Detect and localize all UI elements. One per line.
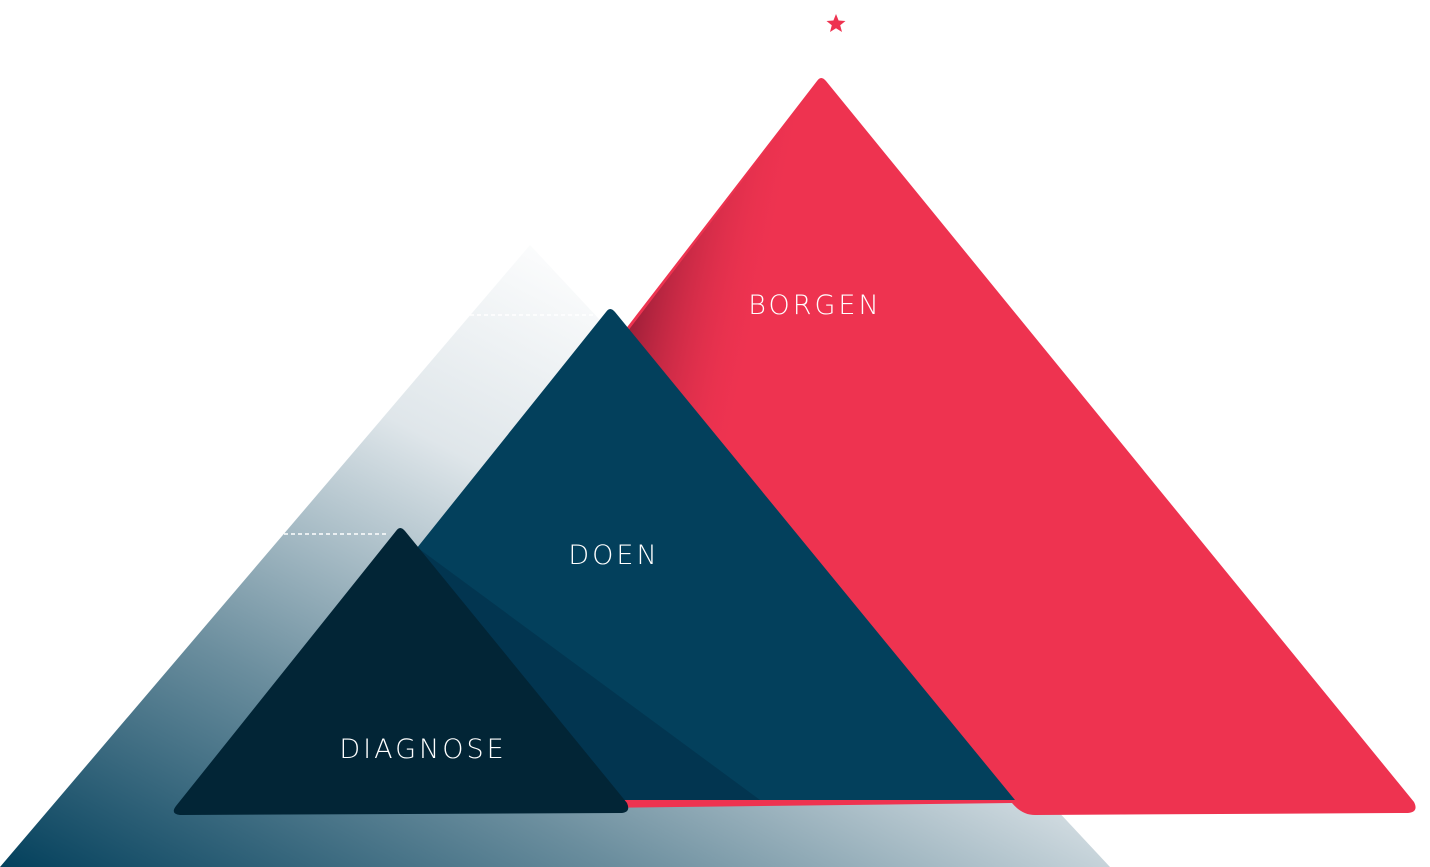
label-borgen: BORGEN <box>748 290 881 321</box>
label-doen: DOEN <box>568 540 659 571</box>
star-icon <box>826 14 846 32</box>
label-diagnose: DIAGNOSE <box>339 734 506 765</box>
diagnose-triangle <box>173 528 629 815</box>
